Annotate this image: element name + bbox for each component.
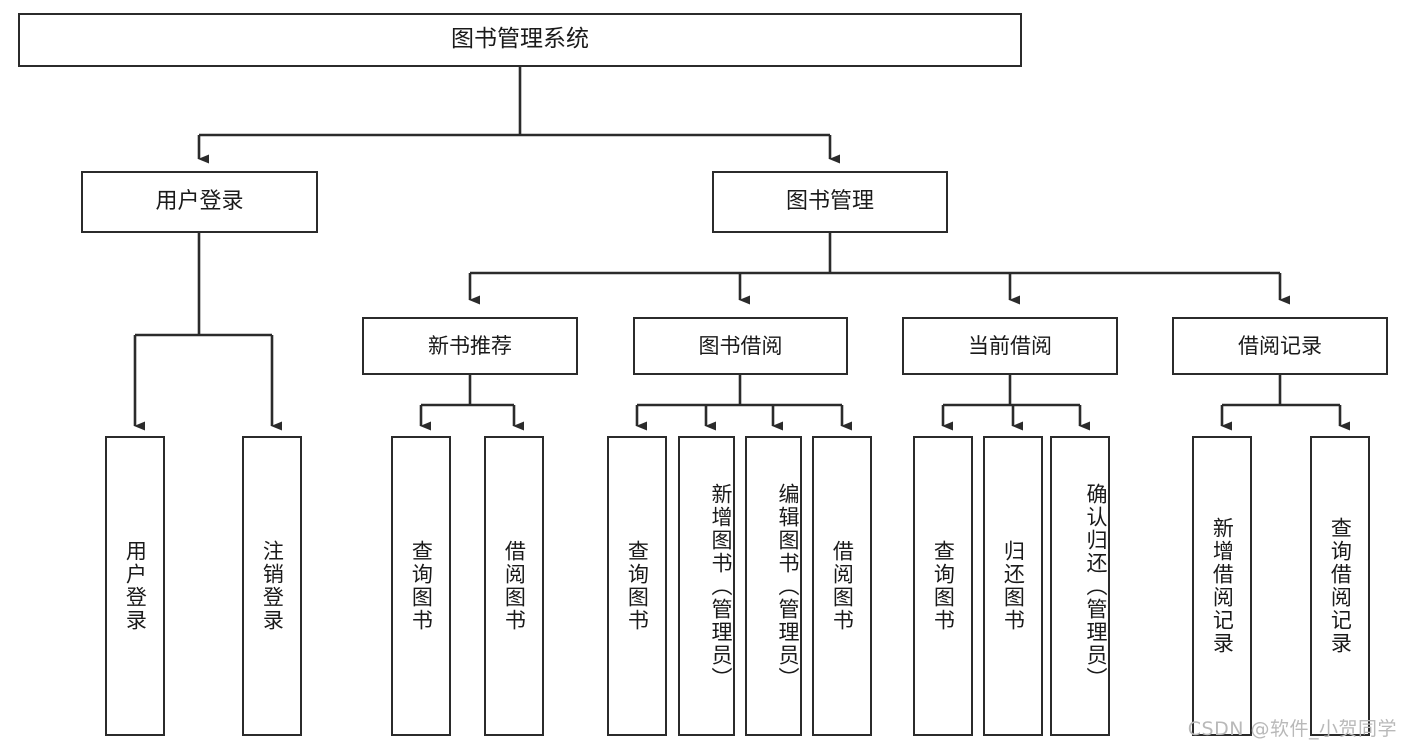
node-label: 当前借阅 xyxy=(968,333,1052,358)
node-label: 注销登录 xyxy=(260,540,285,632)
node-label: 新增借阅记录 xyxy=(1210,517,1235,655)
node-label: 查询图书 xyxy=(625,540,650,632)
node-label: 图书借阅 xyxy=(698,333,783,358)
node-label: 借阅图书 xyxy=(830,540,855,632)
node-label: 确认归还（管理员） xyxy=(1084,482,1108,690)
node-leaf-confirm-return-admin[interactable]: 确认归还（管理员） xyxy=(1050,436,1110,736)
node-label: 查询图书 xyxy=(931,540,956,632)
node-borrow-record[interactable]: 借阅记录 xyxy=(1172,317,1388,375)
node-label: 归还图书 xyxy=(1001,540,1026,632)
node-leaf-query-borrow-record[interactable]: 查询借阅记录 xyxy=(1310,436,1370,736)
node-leaf-edit-book-admin[interactable]: 编辑图书（管理员） xyxy=(745,436,802,736)
node-leaf-logout[interactable]: 注销登录 xyxy=(242,436,302,736)
node-leaf-query-book-borrow[interactable]: 查询图书 xyxy=(607,436,667,736)
node-leaf-return-book[interactable]: 归还图书 xyxy=(983,436,1043,736)
node-label: 查询图书 xyxy=(409,540,434,632)
node-leaf-borrow-book[interactable]: 借阅图书 xyxy=(812,436,872,736)
node-label: 查询借阅记录 xyxy=(1328,517,1353,655)
node-label: 借阅图书 xyxy=(502,540,527,632)
node-book-borrow[interactable]: 图书借阅 xyxy=(633,317,848,375)
node-label: 图书管理系统 xyxy=(451,26,589,53)
node-label: 用户登录 xyxy=(155,189,244,215)
node-leaf-add-book-admin[interactable]: 新增图书（管理员） xyxy=(678,436,735,736)
node-user-login[interactable]: 用户登录 xyxy=(81,171,318,233)
node-new-book-recommend[interactable]: 新书推荐 xyxy=(362,317,578,375)
node-leaf-query-book-recommend[interactable]: 查询图书 xyxy=(391,436,451,736)
node-book-management[interactable]: 图书管理 xyxy=(712,171,948,233)
node-label: 图书管理 xyxy=(785,189,874,215)
node-label: 新增图书（管理员） xyxy=(709,482,733,690)
node-label: 编辑图书（管理员） xyxy=(776,482,800,690)
node-current-borrow[interactable]: 当前借阅 xyxy=(902,317,1118,375)
node-leaf-user-login[interactable]: 用户登录 xyxy=(105,436,165,736)
node-label: 用户登录 xyxy=(123,540,148,632)
node-label: 借阅记录 xyxy=(1238,333,1322,358)
node-root-book-management-system[interactable]: 图书管理系统 xyxy=(18,13,1022,67)
csdn-watermark: CSDN @软件_小贺同学 xyxy=(1187,718,1397,740)
node-leaf-add-borrow-record[interactable]: 新增借阅记录 xyxy=(1192,436,1252,736)
node-leaf-borrow-book-recommend[interactable]: 借阅图书 xyxy=(484,436,544,736)
node-label: 新书推荐 xyxy=(428,333,512,358)
node-leaf-query-book-current[interactable]: 查询图书 xyxy=(913,436,973,736)
